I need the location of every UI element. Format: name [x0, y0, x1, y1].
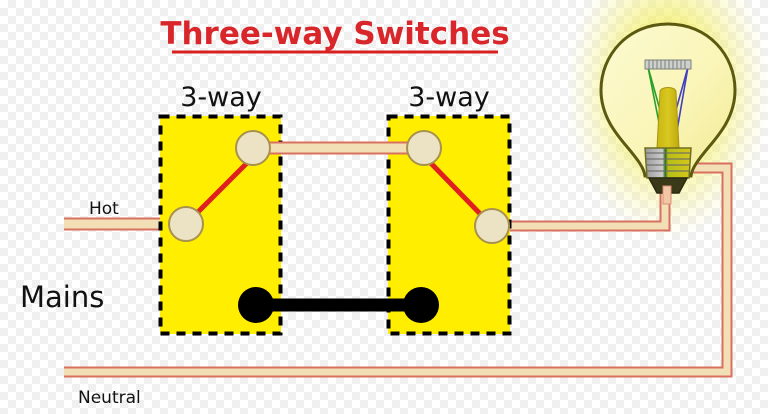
terminal-right-traveler-bottom[interactable]	[403, 287, 439, 323]
terminal-right-common[interactable]	[474, 208, 510, 244]
terminal-right-traveler-top[interactable]	[406, 130, 442, 166]
label-mains: Mains	[20, 280, 104, 314]
terminal-left-traveler-top[interactable]	[235, 130, 271, 166]
label-switch-left: 3-way	[180, 82, 262, 113]
filament-coil	[644, 59, 692, 70]
label-hot: Hot	[89, 199, 119, 219]
bulb-stem	[656, 87, 680, 149]
label-neutral: Neutral	[78, 388, 141, 408]
label-switch-right: 3-way	[408, 82, 490, 113]
terminal-left-common[interactable]	[168, 206, 204, 242]
wire-neutral	[64, 162, 733, 378]
bulb-screw-base	[644, 147, 692, 205]
bulb-foot-contact	[662, 185, 672, 205]
terminal-left-traveler-bottom[interactable]	[238, 287, 274, 323]
light-bulb[interactable]	[599, 22, 737, 205]
page-title: Three-way Switches	[160, 16, 509, 52]
